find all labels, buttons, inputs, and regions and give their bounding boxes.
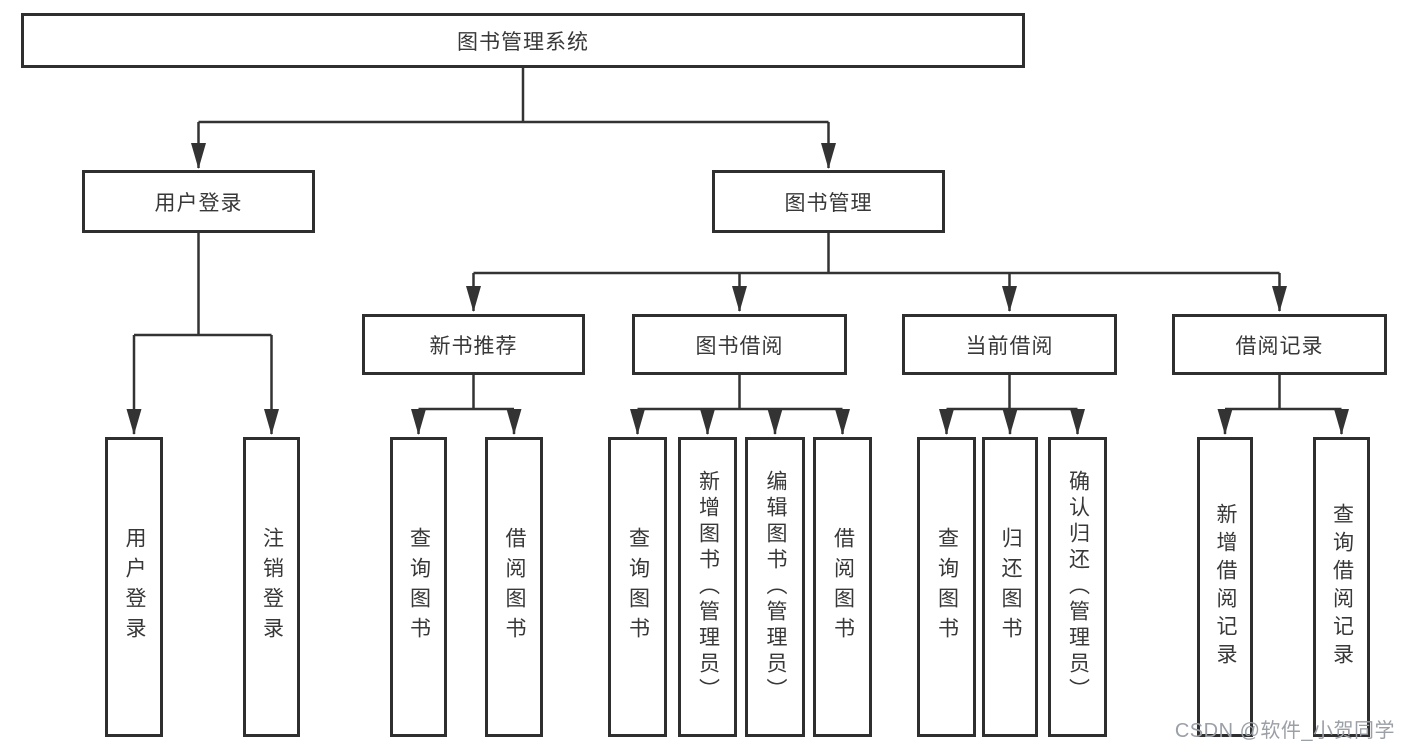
leaf-add-borrow-record: 新增借阅记录 [1197, 437, 1253, 737]
leaf-query-book-rec: 查询图书 [390, 437, 447, 737]
node-user-login: 用户登录 [82, 170, 315, 233]
edge-book-mgmt-trunk [473, 233, 1280, 275]
node-current-borrow: 当前借阅 [902, 314, 1117, 375]
leaf-logout: 注销登录 [243, 437, 300, 737]
leaf-user-login: 用户登录 [105, 437, 163, 737]
node-borrow-record: 借阅记录 [1172, 314, 1387, 375]
edge-current-borrow-trunk [946, 375, 1078, 411]
leaf-query-book-borrow: 查询图书 [608, 437, 667, 737]
node-new-book-rec: 新书推荐 [362, 314, 585, 375]
leaf-confirm-return-admin: 确认归还（管理员） [1048, 437, 1107, 737]
leaf-borrow-book-rec: 借阅图书 [485, 437, 543, 737]
leaf-query-book-current: 查询图书 [917, 437, 976, 737]
leaf-query-borrow-record: 查询借阅记录 [1313, 437, 1370, 737]
edge-new-book-rec-trunk [418, 375, 514, 411]
leaf-borrow-book-borrow: 借阅图书 [813, 437, 872, 737]
edge-root-trunk [198, 68, 829, 124]
node-root: 图书管理系统 [21, 13, 1025, 68]
node-book-mgmt: 图书管理 [712, 170, 945, 233]
edge-borrow-record-trunk [1225, 375, 1342, 411]
leaf-return-book: 归还图书 [982, 437, 1038, 737]
leaf-edit-book-admin: 编辑图书（管理员） [745, 437, 805, 737]
edge-user-login-trunk [134, 233, 272, 337]
node-book-borrow: 图书借阅 [632, 314, 847, 375]
csdn-watermark: CSDN @软件_小贺同学 [1174, 720, 1395, 742]
leaf-add-book-admin: 新增图书（管理员） [678, 437, 737, 737]
edge-book-borrow-trunk [637, 375, 843, 411]
